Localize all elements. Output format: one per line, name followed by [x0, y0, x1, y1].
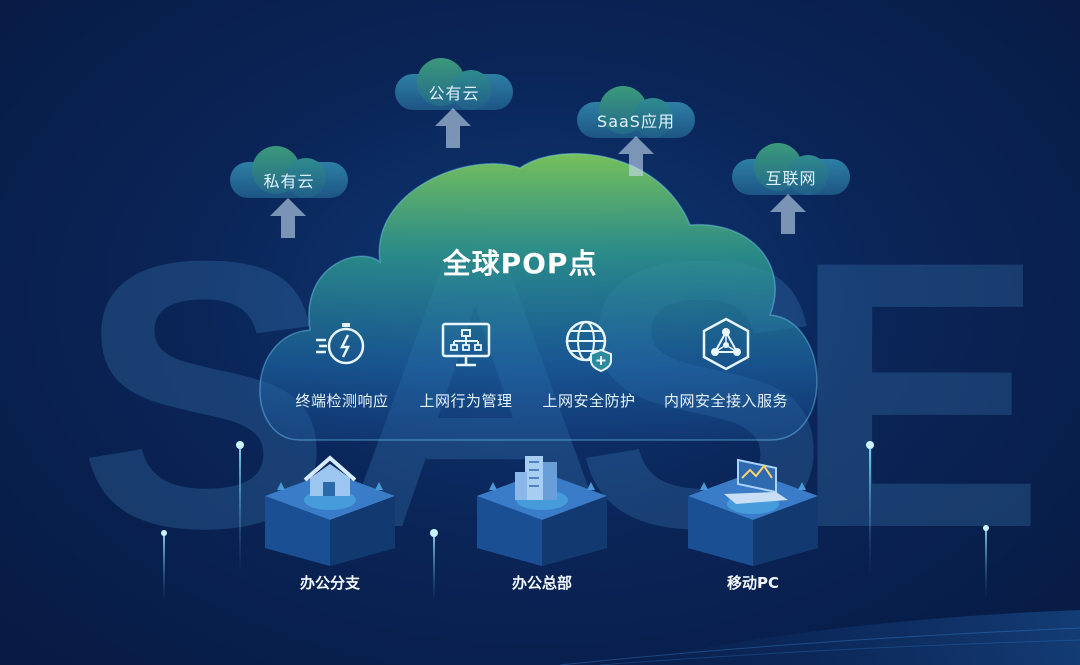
node-branch-label: 办公分支 — [299, 574, 360, 592]
laptop-icon — [688, 458, 818, 566]
cloud-private: 私有云 — [230, 146, 348, 198]
feature-edr: 终端检测响应 — [267, 316, 417, 411]
cloud-internet-label: 互联网 — [765, 169, 817, 188]
feature-behavior-label: 上网行为管理 — [419, 392, 513, 410]
arrow-up-icon — [435, 108, 471, 148]
cloud-public: 公有云 — [395, 58, 513, 110]
feature-access-label: 内网安全接入服务 — [663, 392, 788, 410]
house-icon — [265, 455, 395, 566]
main-cloud-title: 全球POP点 — [442, 247, 598, 280]
arrow-up-icon — [770, 194, 806, 234]
cloud-saas: SaaS应用 — [577, 86, 695, 138]
node-mobile-label: 移动PC — [726, 574, 779, 592]
node-hq-label: 办公总部 — [511, 574, 572, 592]
feature-protection-label: 上网安全防护 — [542, 392, 636, 410]
cloud-saas-label: SaaS应用 — [597, 112, 675, 131]
cloud-private-label: 私有云 — [263, 172, 315, 191]
node-hq: 办公总部 — [477, 448, 607, 592]
arrow-up-icon — [270, 198, 306, 238]
cloud-internet: 互联网 — [732, 143, 850, 195]
monitor-network-icon — [441, 322, 491, 367]
globe-shield-icon — [565, 320, 612, 373]
speed-timer-icon — [316, 323, 365, 365]
building-icon — [477, 456, 607, 566]
feature-protection: 上网安全防护 — [514, 316, 664, 411]
bg-letter-e: E — [792, 182, 1046, 607]
feature-behavior: 上网行为管理 — [391, 316, 541, 411]
cloud-public-label: 公有云 — [428, 84, 480, 103]
feature-access: 内网安全接入服务 — [651, 316, 801, 411]
node-mobile: 移动PC — [688, 448, 818, 592]
arrow-up-icon — [618, 136, 654, 176]
feature-edr-label: 终端检测响应 — [295, 392, 389, 410]
node-branch: 办公分支 — [265, 448, 395, 592]
hexagon-network-icon — [702, 317, 750, 371]
